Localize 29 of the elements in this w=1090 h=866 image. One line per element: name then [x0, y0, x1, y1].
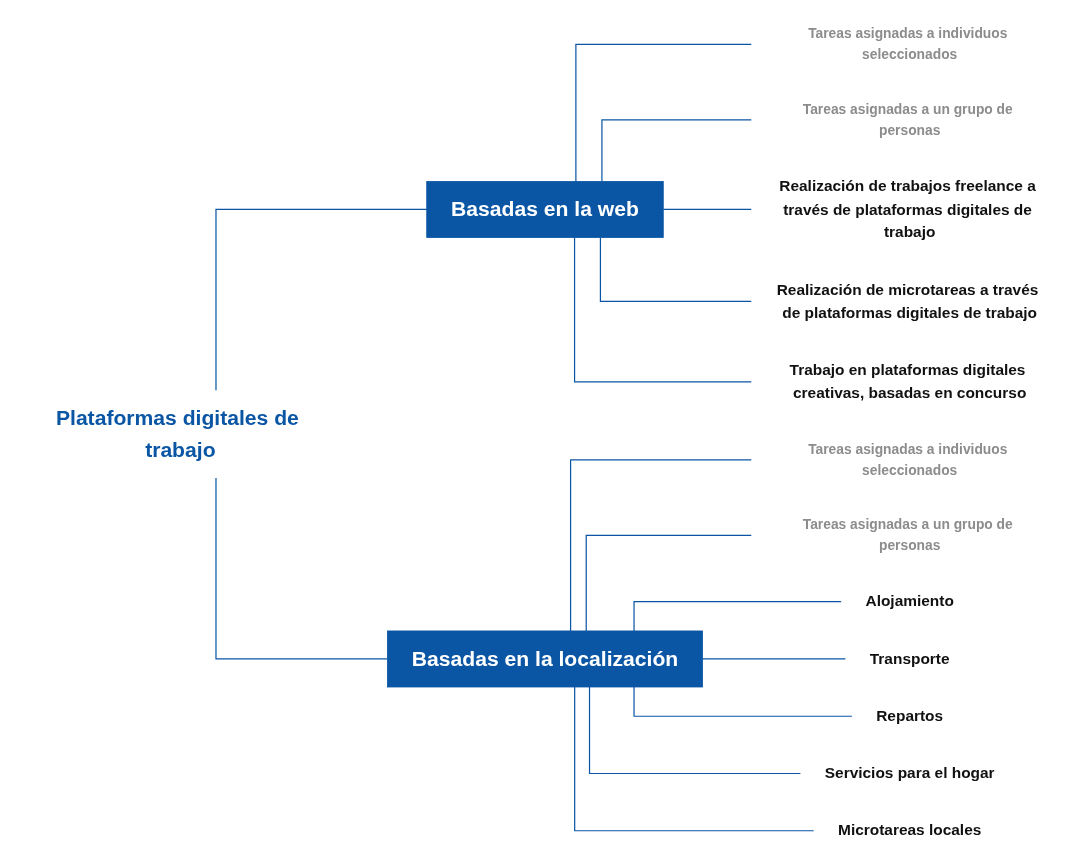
- connector: [574, 686, 815, 832]
- node-text: Transporte: [869, 649, 950, 667]
- connector: [633, 601, 842, 632]
- node-text: Alojamiento: [865, 592, 954, 610]
- node-box: Basadas en la localización: [387, 630, 703, 688]
- connector: [601, 119, 752, 183]
- connector: [215, 208, 428, 391]
- node-text: Plataformas digitales de trabajo: [55, 405, 299, 462]
- node-text: Tareas asignadas a individuos seleccionados: [808, 441, 1008, 478]
- node-text: Tareas asignadas a un grupo de personas: [802, 101, 1013, 138]
- node-text: Trabajo en plataformas digitales creativas, basadas en concurso: [789, 361, 1027, 402]
- connector: [701, 658, 847, 660]
- node-text: Tareas asignadas a un grupo de personas: [802, 517, 1013, 554]
- connector: [575, 43, 752, 183]
- connector: [573, 236, 752, 383]
- connector: [588, 686, 801, 775]
- connector: [633, 686, 853, 717]
- node-text: Realización de microtareas a través de plataformas digitales de trabajo: [776, 280, 1039, 321]
- connector: [662, 208, 752, 211]
- node-text: Tareas asignadas a individuos seleccionados: [808, 26, 1008, 63]
- connector: [570, 459, 752, 632]
- node-box: Basadas en la web: [426, 181, 664, 238]
- node-text: Repartos: [876, 707, 944, 725]
- connector: [599, 236, 752, 303]
- node-text: Realización de trabajos freelance a través de plataformas digitales de trabajo: [779, 177, 1036, 241]
- connector: [215, 477, 389, 660]
- node-text: Microtareas locales: [838, 821, 982, 839]
- connector: [585, 534, 752, 632]
- node-text: Servicios para el hogar: [824, 764, 995, 782]
